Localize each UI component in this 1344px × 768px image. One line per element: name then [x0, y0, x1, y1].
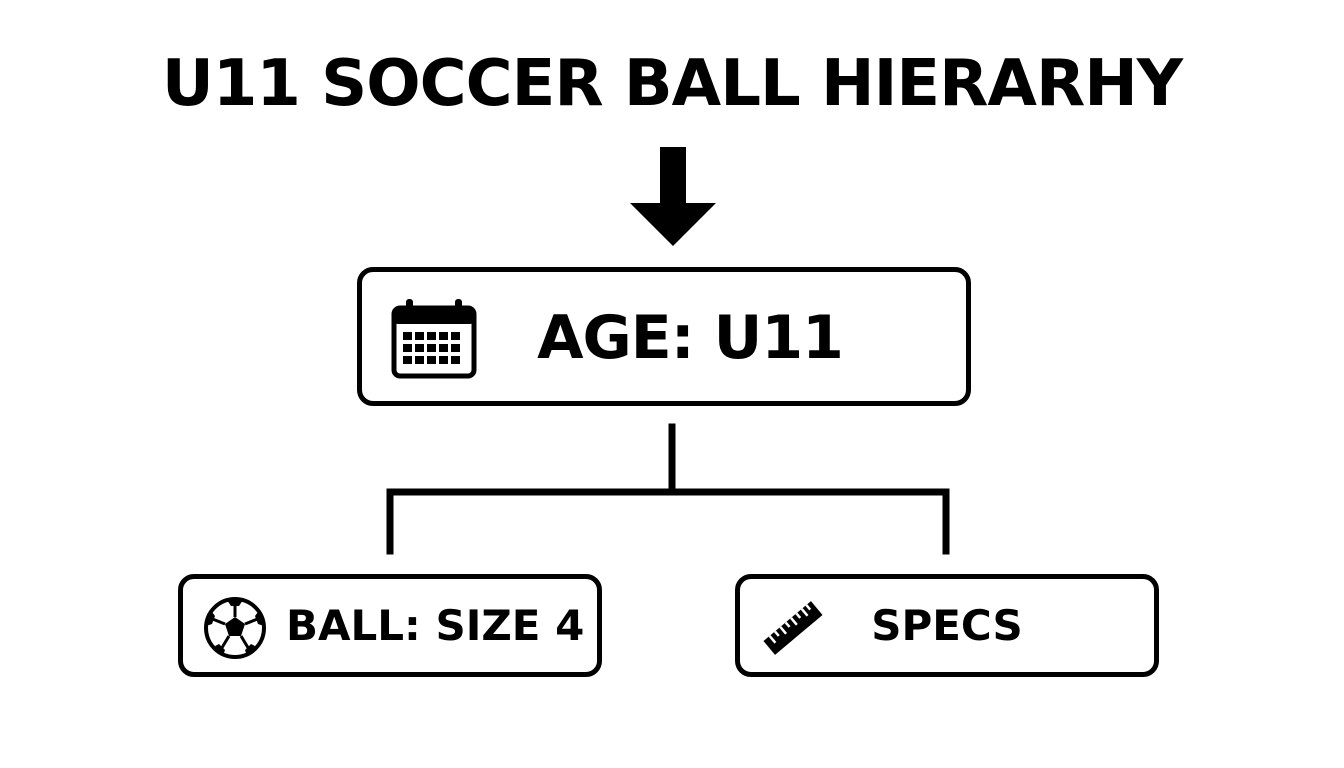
down-arrow-icon	[630, 147, 716, 246]
diagram-title: U11 SOCCER BALL HIERARHY	[161, 47, 1183, 121]
tree-connector	[386, 423, 950, 555]
node-age-label: AGE: U11	[537, 303, 844, 373]
node-ball-label: BALL: SIZE 4	[286, 601, 585, 650]
node-ball-size: BALL: SIZE 4	[178, 574, 602, 677]
calendar-icon	[391, 299, 477, 379]
node-specs: SPECS	[735, 574, 1159, 677]
node-specs-label: SPECS	[871, 601, 1023, 650]
node-age: AGE: U11	[357, 267, 971, 406]
ruler-icon	[763, 601, 823, 655]
soccer-ball-icon	[204, 597, 266, 659]
